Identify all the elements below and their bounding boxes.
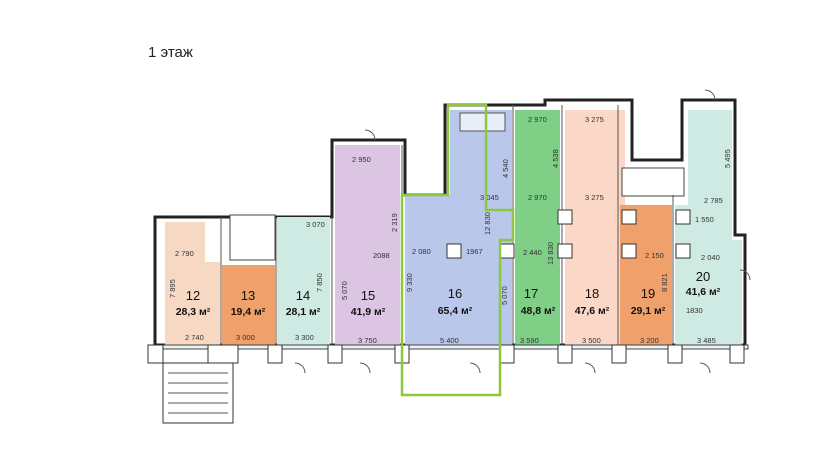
- unit-16-area: 65,4 м²: [438, 305, 473, 317]
- dim-label: 3 045: [480, 193, 499, 202]
- unit-14-area: 28,1 м²: [286, 306, 321, 318]
- restroom-block: [459, 112, 506, 132]
- dim-label: 1967: [466, 247, 483, 256]
- dim-label: 2 950: [352, 155, 371, 164]
- dim-label: 3 070: [306, 220, 325, 229]
- restroom-block: [229, 214, 276, 261]
- unit-17-number: 17: [524, 286, 538, 301]
- dim-label: 4 538: [551, 149, 560, 168]
- unit-13-fill: [222, 265, 275, 345]
- dim-label: 3 590: [520, 336, 539, 345]
- selected-unit-outline: [400, 103, 515, 397]
- dim-label: 3 275: [585, 193, 604, 202]
- unit-20-fill: [675, 110, 742, 345]
- unit-18[interactable]: 3 275 3 275 3 500 18 47,6 м²: [565, 110, 625, 345]
- unit-20[interactable]: 5 495 2 785 1 550 2 040 1830 3 485 20 41…: [675, 110, 742, 345]
- dim-label: 8 821: [660, 273, 669, 292]
- dim-label: 4 540: [501, 159, 510, 178]
- dim-label: 2 785: [704, 196, 723, 205]
- dim-label: 3 500: [582, 336, 601, 345]
- dim-label: 3 275: [585, 115, 604, 124]
- unit-18-area: 47,6 м²: [575, 305, 610, 317]
- dim-label: 2 440: [523, 248, 542, 257]
- dim-label: 12 830: [483, 212, 492, 235]
- dim-label: 3 750: [358, 336, 377, 345]
- dim-label: 3 000: [236, 333, 255, 342]
- unit-15-number: 15: [361, 288, 375, 303]
- unit-16-number: 16: [448, 286, 462, 301]
- dim-label: 9 330: [405, 273, 414, 292]
- restroom-block: [621, 167, 685, 197]
- dim-label: 7 895: [168, 279, 177, 298]
- unit-13[interactable]: 3 000 13 19,4 м²: [222, 214, 276, 345]
- dim-label: 3 300: [295, 333, 314, 342]
- structural-columns: [446, 209, 691, 259]
- unit-20-number: 20: [696, 269, 710, 284]
- dim-label: 5 070: [500, 286, 509, 305]
- unit-14[interactable]: 3 070 7 850 3 300 14 28,1 м²: [277, 217, 330, 345]
- unit-14-fill: [277, 217, 330, 345]
- unit-19-area: 29,1 м²: [631, 305, 666, 317]
- unit-17-fill: [515, 110, 560, 345]
- dim-label: 2 970: [528, 115, 547, 124]
- unit-17-area: 48,8 м²: [521, 305, 556, 317]
- unit-12-fill: [165, 222, 220, 345]
- dim-label: 2 790: [175, 249, 194, 258]
- dim-label: 1830: [686, 306, 703, 315]
- dim-label: 3 200: [640, 336, 659, 345]
- dim-label: 2 319: [390, 213, 399, 232]
- dim-label: 2 970: [528, 193, 547, 202]
- front-piers: [147, 344, 749, 364]
- dim-label: 1 550: [695, 215, 714, 224]
- unit-16[interactable]: 3 045 4 540 12 830 2 080 1967 9 330 5 40…: [405, 110, 512, 345]
- unit-15[interactable]: 2 950 2 319 2088 5 070 3 750 15 41,9 м²: [335, 145, 400, 345]
- dim-label: 2 150: [645, 251, 664, 260]
- dim-label: 5 070: [340, 281, 349, 300]
- dim-label: 2 040: [701, 253, 720, 262]
- unit-15-fill: [335, 145, 400, 345]
- dim-label: 3 485: [697, 336, 716, 345]
- unit-12[interactable]: 2 790 7 895 2 740 12 28,3 м²: [165, 222, 220, 345]
- dim-label: 13 830: [546, 242, 555, 265]
- unit-12-number: 12: [186, 288, 200, 303]
- unit-12-area: 28,3 м²: [176, 306, 211, 318]
- dim-label: 2 080: [412, 247, 431, 256]
- unit-18-fill: [565, 110, 625, 345]
- unit-18-number: 18: [585, 286, 599, 301]
- floor-title: 1 этаж: [148, 44, 193, 61]
- unit-14-number: 14: [296, 288, 310, 303]
- dim-label: 5 400: [440, 336, 459, 345]
- unit-19[interactable]: 2 150 8 821 3 200 19 29,1 м²: [620, 167, 685, 345]
- doors: [294, 89, 751, 374]
- dim-label: 2 740: [185, 333, 204, 342]
- unit-19-fill: [620, 205, 672, 345]
- unit-15-area: 41,9 м²: [351, 306, 386, 318]
- entrance-steps: [162, 362, 234, 424]
- dim-label: 5 495: [723, 149, 732, 168]
- unit-17[interactable]: 2 970 4 538 2 970 13 830 2 440 5 070 3 5…: [500, 110, 560, 345]
- outer-wall: [153, 98, 747, 347]
- dim-label: 2088: [373, 251, 390, 260]
- unit-13-area: 19,4 м²: [231, 306, 266, 318]
- unit-19-number: 19: [641, 286, 655, 301]
- dim-label: 7 850: [315, 273, 324, 292]
- unit-13-number: 13: [241, 288, 255, 303]
- unit-20-area: 41,6 м²: [686, 286, 721, 298]
